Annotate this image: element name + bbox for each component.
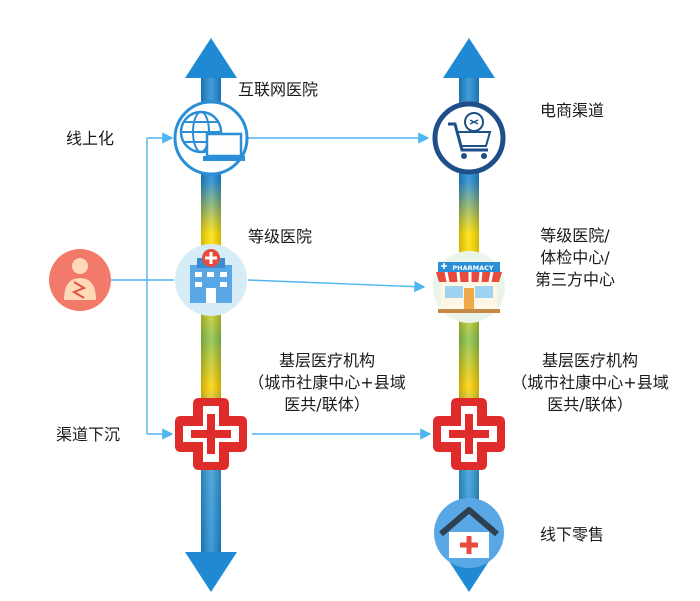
label-primary-care-left-line1: 基层医疗机构 bbox=[278, 351, 375, 370]
label-tier-hospital-right-line3: 第三方中心 bbox=[534, 270, 615, 289]
medical-cross-icon bbox=[175, 398, 247, 470]
label-primary-care-left-line3: 医共/联体） bbox=[284, 395, 370, 414]
connector-middle-row bbox=[247, 279, 426, 293]
side-label-sinking: 渠道下沉 bbox=[56, 425, 121, 444]
label-primary-care-right-line1: 基层医疗机构 bbox=[541, 351, 638, 370]
computer-globe-icon bbox=[173, 100, 249, 176]
shopping-cart-icon bbox=[432, 101, 506, 175]
label-ecommerce: 电商渠道 bbox=[540, 101, 605, 120]
house-medical-icon bbox=[434, 498, 504, 568]
label-tier-hospital-right-line2: 体检中心/ bbox=[540, 248, 610, 267]
side-label-online: 线上化 bbox=[66, 129, 115, 148]
label-internet-hospital: 互联网医院 bbox=[238, 80, 319, 99]
label-primary-care-left: 基层医疗机构 （城市社康中心+县域 医共/联体） bbox=[222, 350, 432, 416]
pharmacy-sign-text: PHARMACY bbox=[452, 264, 494, 272]
hospital-building-icon bbox=[175, 244, 247, 316]
label-primary-care-left-line2: （城市社康中心+县域 bbox=[248, 373, 406, 392]
label-offline-retail: 线下零售 bbox=[540, 525, 605, 544]
label-primary-care-right-line2: （城市社康中心+县域 bbox=[511, 373, 669, 392]
connector-lines bbox=[110, 132, 432, 440]
label-tier-hospital-right: 等级医院/ 体检中心/ 第三方中心 bbox=[525, 225, 625, 291]
pharmacy-store-icon: PHARMACY bbox=[433, 251, 505, 323]
medical-cross-icon bbox=[433, 398, 505, 470]
patient-icon bbox=[49, 249, 111, 311]
label-primary-care-right: 基层医疗机构 （城市社康中心+县域 医共/联体） bbox=[484, 350, 696, 416]
label-tier-hospital-left: 等级医院 bbox=[248, 227, 313, 246]
label-tier-hospital-right-line1: 等级医院/ bbox=[540, 226, 610, 245]
label-primary-care-right-line3: 医共/联体） bbox=[547, 395, 633, 414]
